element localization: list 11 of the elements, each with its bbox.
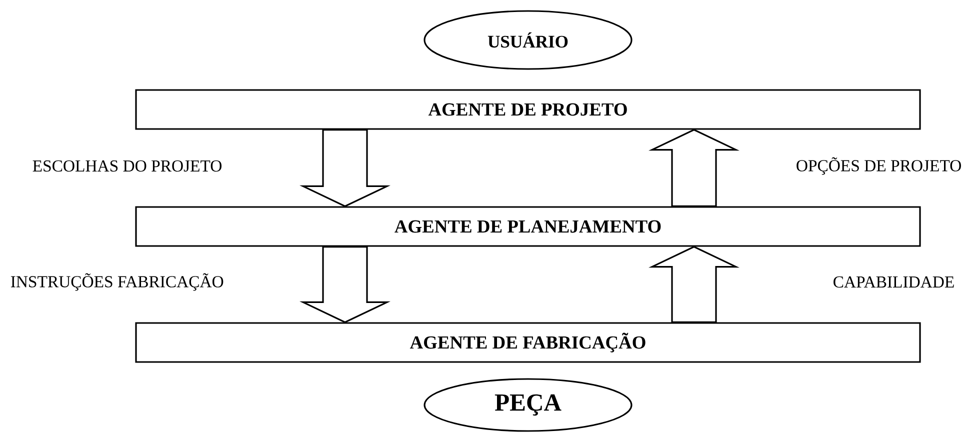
- flow-label: INSTRUÇÕES FABRICAÇÃO: [10, 273, 224, 291]
- agent-box: AGENTE DE FABRICAÇÃO: [135, 322, 921, 363]
- flow-label: OPÇÕES DE PROJETO: [796, 157, 961, 175]
- block-arrow: [648, 128, 740, 207]
- agent-box: AGENTE DE PLANEJAMENTO: [135, 206, 921, 247]
- block-arrow: [648, 246, 740, 323]
- block-arrow: [300, 246, 390, 324]
- block-arrow: [300, 129, 390, 208]
- agent-box: AGENTE DE PROJETO: [135, 89, 921, 130]
- flow-label: ESCOLHAS DO PROJETO: [32, 160, 222, 172]
- flow-label: CAPABILIDADE: [834, 276, 954, 288]
